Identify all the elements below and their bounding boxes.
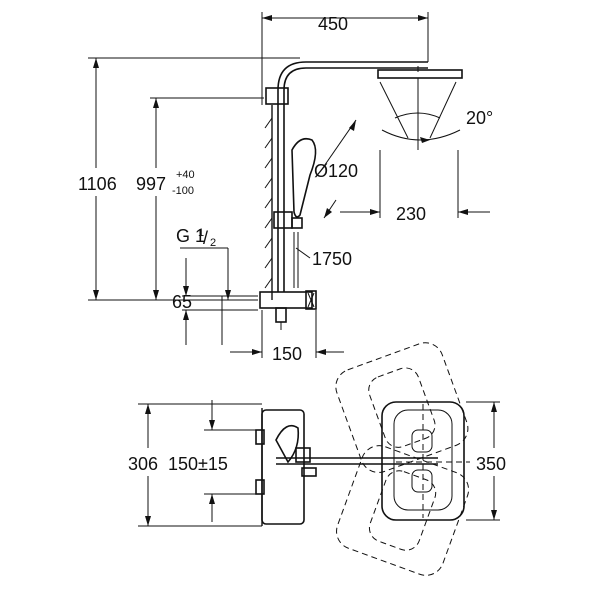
dim-450-label: 450	[318, 14, 348, 34]
top-thermostat	[255, 409, 317, 525]
dim-thread: G 1 1 / 2	[176, 226, 231, 300]
side-view: 450 1106 997 +40 -100	[78, 12, 493, 364]
dim-depth: 306	[128, 403, 262, 527]
dim-projection: 150	[230, 310, 344, 364]
thread-main-label: G 1	[176, 226, 205, 246]
dim-projection-label: 150	[272, 344, 302, 364]
dim-inlet-height-label: 65	[172, 292, 192, 312]
svg-text:/: /	[203, 228, 208, 248]
dim-inlet-height: 65	[172, 258, 258, 345]
rotated-head-outlines	[335, 342, 470, 576]
dim-center-distance-label: 150±15	[168, 454, 228, 474]
thread-denominator: 2	[210, 237, 216, 249]
top-view: 306 150±15 350	[128, 342, 506, 576]
dim-997-tol-minus: -100	[172, 185, 194, 197]
dim-head-offset-label: 230	[396, 204, 426, 224]
wall-hatching	[264, 117, 273, 289]
dim-hose-length: 1750	[295, 247, 352, 269]
dim-head-diameter-label: Ø120	[314, 161, 358, 181]
dim-997-label: 997	[136, 174, 166, 194]
hand-shower	[291, 137, 317, 229]
dim-tilt-angle-label: 20°	[466, 108, 493, 128]
wall-bracket	[265, 87, 289, 105]
shower-arm	[277, 61, 428, 91]
dim-hose-length-label: 1750	[312, 249, 352, 269]
dim-head-size-label: 350	[476, 454, 506, 474]
dim-997-tol-plus: +40	[176, 169, 195, 181]
top-head-plan	[381, 401, 470, 521]
overhead-shower-head	[377, 66, 463, 150]
dim-tilt-angle: 20°	[381, 108, 493, 143]
thermostat-body	[259, 290, 317, 330]
dim-head-offset: 230	[340, 150, 490, 224]
dim-1106-label: 1106	[78, 174, 117, 194]
thread-numerator: 1	[198, 227, 204, 239]
dim-center-distance: 150±15	[168, 400, 260, 522]
dim-head-diameter: Ø120	[314, 119, 358, 219]
dim-head-size: 350	[466, 401, 506, 521]
dim-997: 997 +40 -100	[136, 97, 264, 300]
dim-1106: 1106	[78, 57, 300, 301]
slider-holder	[273, 211, 293, 229]
dim-depth-label: 306	[128, 454, 158, 474]
